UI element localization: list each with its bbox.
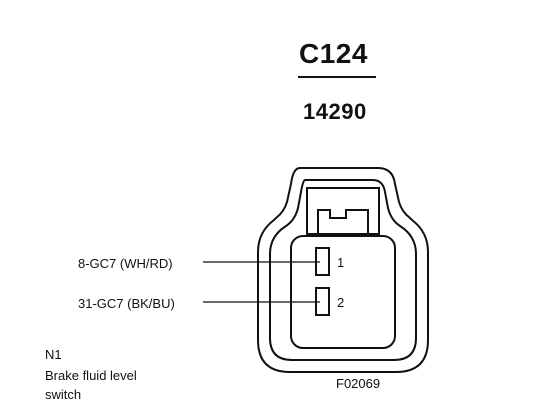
pin-1-number: 1 (337, 255, 344, 270)
figure-id: F02069 (336, 376, 381, 391)
connector-code: C124 (299, 38, 368, 69)
wire-1-label: 8-GC7 (WH/RD) (78, 256, 173, 271)
connector-part-number: 14290 (303, 99, 367, 124)
connector-housing-inner (269, 179, 417, 361)
locking-tab-frame (306, 187, 380, 235)
connector-code-underline (298, 76, 376, 78)
component-description-line-1: Brake fluid level (45, 368, 137, 383)
component-id: N1 (45, 347, 62, 362)
connector-housing-outer (257, 167, 429, 373)
wire-2-label: 31-GC7 (BK/BU) (78, 296, 175, 311)
locking-tab-notch (317, 209, 369, 234)
component-description-line-2: switch (45, 387, 82, 402)
pin-2-number: 2 (337, 295, 344, 310)
pin-cavity-body (290, 235, 396, 349)
